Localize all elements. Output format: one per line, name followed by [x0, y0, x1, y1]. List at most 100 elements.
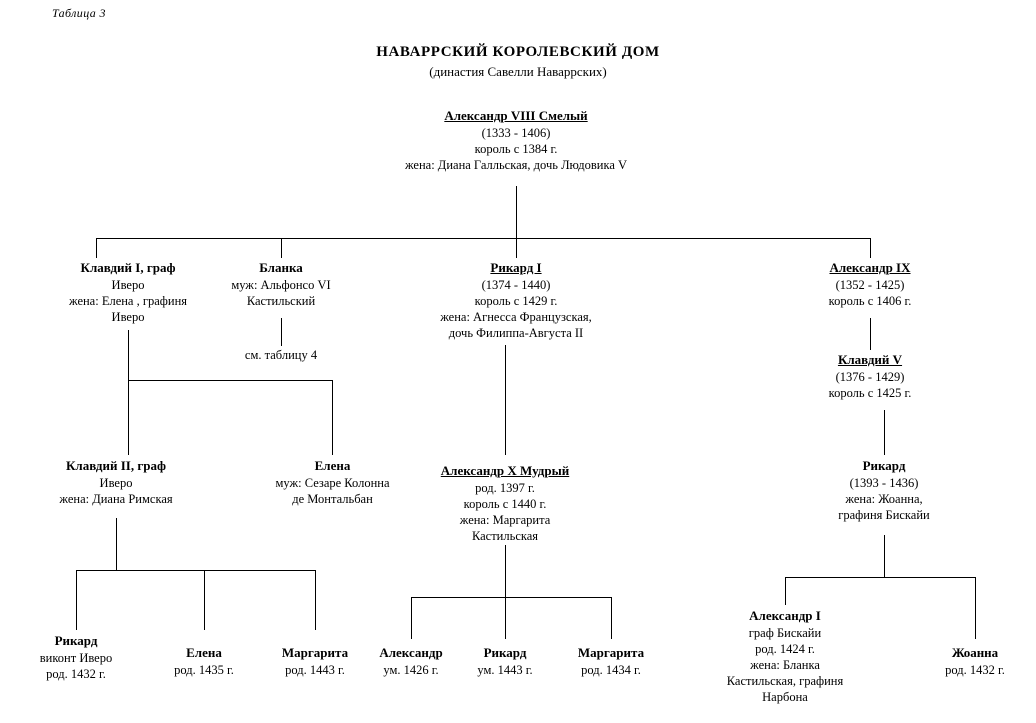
person-spouse: жена: Диана Римская [59, 491, 173, 506]
person-spouse: муж: Альфонсо VI [231, 277, 331, 292]
connector-blanka-table4 [281, 318, 282, 346]
person-node-elena-1435: Елена род. 1435 г. [144, 645, 264, 678]
person-dates: (1376 - 1429) [835, 369, 905, 384]
connector-gen2-klavdiy1 [96, 238, 97, 258]
person-dates: (1374 - 1440) [481, 277, 551, 292]
see-table-4-note: см. таблицу 4 [244, 348, 318, 362]
connector-gen2-rikard1 [516, 238, 517, 258]
person-node-root: Александр VIII Смелый (1333 - 1406) коро… [316, 108, 716, 173]
connector-rikard-bisk-down [884, 535, 885, 577]
person-node-rikard1: Рикард I (1374 - 1440) король с 1429 г. … [396, 260, 636, 341]
person-spouse: жена: Елена , графиня [68, 293, 188, 308]
person-reign: король с 1429 г. [474, 293, 558, 308]
connector-gen4-margarita1434 [611, 597, 612, 639]
person-spouse-cont: Кастильский [246, 293, 316, 308]
person-name: Бланка [259, 260, 303, 275]
person-reign: король с 1406 г. [828, 293, 912, 308]
connector-gen4-margarita1443 [315, 570, 316, 630]
person-name: Клавдий II, граф [66, 458, 166, 473]
connector-gen4-aleksandr1 [785, 577, 786, 605]
person-title: граф Бискайи [748, 625, 822, 640]
connector-klavdiy5-rikard [884, 410, 885, 455]
connector-gen4-aleksandr1426 [411, 597, 412, 639]
person-died: ум. 1426 г. [383, 662, 439, 677]
person-node-rikard-bisk: Рикард (1393 - 1436) жена: Жоанна, графи… [794, 458, 974, 523]
person-dates: (1333 - 1406) [481, 125, 551, 140]
person-died: ум. 1443 г. [477, 662, 533, 677]
person-spouse-cont2: Нарбона [762, 689, 808, 704]
person-node-aleksandr10: Александр X Мудрый род. 1397 г. король с… [400, 463, 610, 544]
person-name: Александр VIII Смелый [444, 108, 588, 123]
person-node-aleksandr1-bisk: Александр I граф Бискайи род. 1424 г. же… [695, 608, 875, 705]
person-name: Александр X Мудрый [440, 463, 570, 478]
person-reign: король с 1384 г. [474, 141, 558, 156]
connector-rikard1-aleksandr10 [505, 345, 506, 455]
person-spouse: жена: Диана Галльская, дочь Людовика V [404, 157, 628, 172]
person-name: Александр [379, 645, 443, 660]
person-spouse-cont: Иверо [111, 309, 145, 324]
person-name: Рикард I [490, 260, 542, 275]
connector-gen2-aleksandr9 [870, 238, 871, 258]
page-subtitle: (династия Савелли Наваррских) [429, 64, 607, 79]
person-born: род. 1432 г. [46, 666, 106, 681]
connector-aleksandr9-klavdiy5 [870, 318, 871, 350]
connector-root-down [516, 186, 517, 238]
person-node-rikard-vikont: Рикард виконт Иверо род. 1432 г. [6, 633, 146, 682]
person-node-elena-kolonna: Елена муж: Сезаре Колонна де Монтальбан [240, 458, 425, 507]
person-spouse-cont: де Монтальбан [292, 491, 373, 506]
connector-gen3-elena [332, 380, 333, 455]
person-title: Иверо [99, 475, 133, 490]
person-node-margarita-1443: Маргарита род. 1443 г. [252, 645, 378, 678]
person-node-blanka: Бланка муж: Альфонсо VI Кастильский [186, 260, 376, 309]
page-title: НАВАРРСКИЙ КОРОЛЕВСКИЙ ДОМ [376, 44, 660, 60]
person-spouse: жена: Агнесса Французская, [440, 309, 592, 324]
person-name: Рикард [54, 633, 98, 648]
person-node-margarita-1434: Маргарита род. 1434 г. [548, 645, 674, 678]
person-born: род. 1397 г. [475, 480, 535, 495]
person-title: виконт Иверо [39, 650, 113, 665]
person-reign: король с 1440 г. [463, 496, 547, 511]
connector-gen3-left-bar [128, 380, 333, 381]
connector-gen4-right-bar [785, 577, 975, 578]
connector-gen4-rikard1443 [505, 597, 506, 639]
person-born: род. 1435 г. [174, 662, 234, 677]
person-spouse: жена: Маргарита [459, 512, 551, 527]
connector-aleksandr10-down [505, 545, 506, 597]
person-name: Рикард [483, 645, 527, 660]
person-name: Клавдий I, граф [80, 260, 176, 275]
person-name: Александр IX [829, 260, 911, 275]
person-name: Елена [314, 458, 351, 473]
person-name: Клавдий V [837, 352, 903, 367]
connector-gen4-elena1435 [204, 570, 205, 630]
person-spouse: жена: Бланка [750, 657, 820, 672]
person-node-aleksandr9: Александр IX (1352 - 1425) король с 1406… [770, 260, 970, 309]
person-node-zhoanna-1432: Жоанна род. 1432 г. [915, 645, 1035, 678]
person-node-klavdiy5: Клавдий V (1376 - 1429) король с 1425 г. [784, 352, 956, 401]
connector-gen4-mid-bar [411, 597, 611, 598]
person-node-klavdiy2: Клавдий II, граф Иверо жена: Диана Римск… [16, 458, 216, 507]
person-spouse: жена: Жоанна, [845, 491, 923, 506]
person-name: Жоанна [951, 645, 999, 660]
person-born: род. 1434 г. [581, 662, 641, 677]
person-reign: король с 1425 г. [828, 385, 912, 400]
table-label: Таблица 3 [52, 6, 106, 20]
connector-gen4-left-bar [76, 570, 315, 571]
person-born: род. 1424 г. [755, 641, 815, 656]
connector-gen2-bar [96, 238, 870, 239]
person-node-aleksandr-1426: Александр ум. 1426 г. [351, 645, 471, 678]
person-name: Елена [186, 645, 222, 660]
person-node-rikard-1443: Рикард ум. 1443 г. [447, 645, 563, 678]
person-spouse-cont: графиня Бискайи [838, 507, 930, 522]
person-dates: (1393 - 1436) [849, 475, 919, 490]
person-name: Маргарита [281, 645, 349, 660]
person-node-klavdiy1: Клавдий I, граф Иверо жена: Елена , граф… [18, 260, 238, 325]
person-spouse-cont: Кастильская [471, 528, 539, 543]
person-name: Маргарита [577, 645, 645, 660]
person-born: род. 1432 г. [945, 662, 1005, 677]
connector-gen2-blanka [281, 238, 282, 258]
connector-gen3-klavdiy2 [128, 380, 129, 455]
connector-klavdiy2-down [116, 518, 117, 570]
person-born: род. 1443 г. [285, 662, 345, 677]
connector-gen4-zhoanna [975, 577, 976, 639]
